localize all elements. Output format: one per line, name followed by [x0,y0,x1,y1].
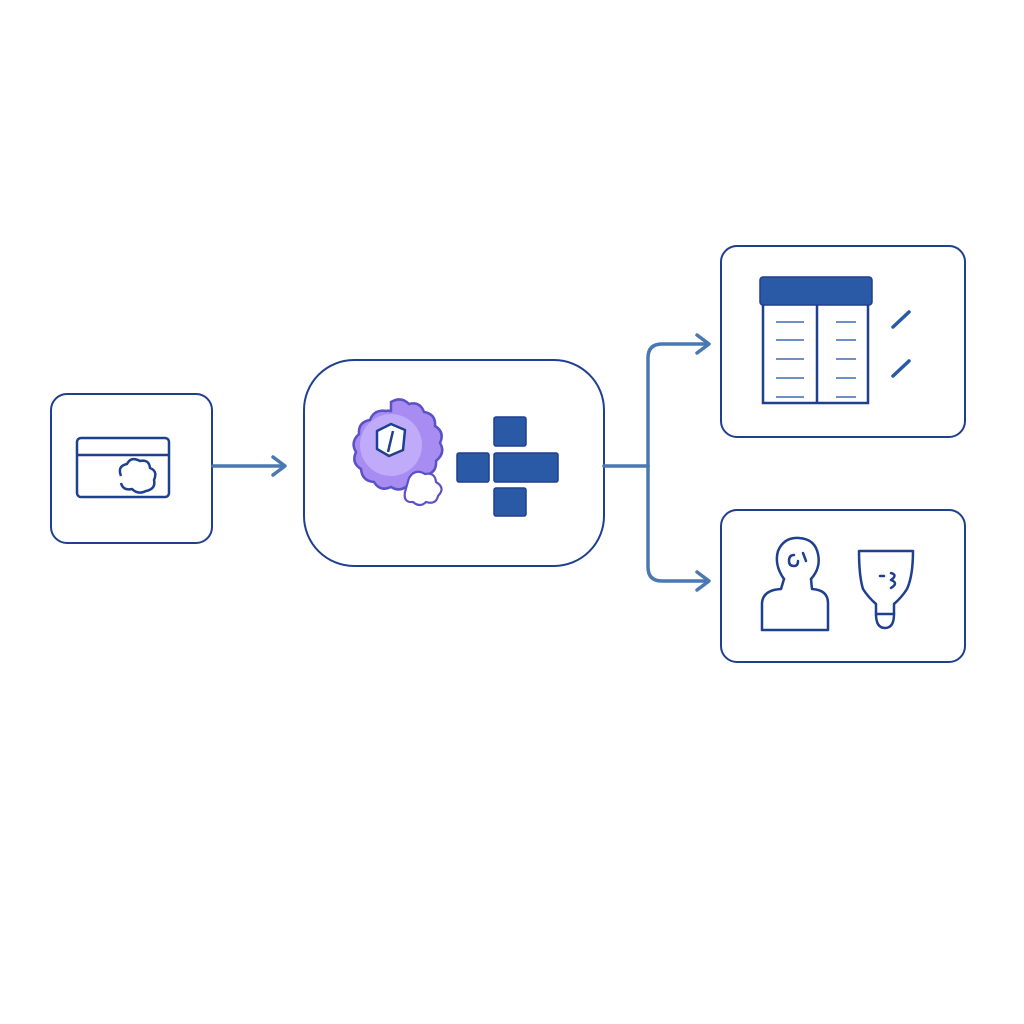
gear-and-blocks-icon [352,398,559,517]
processor-box [303,359,605,567]
person-and-bulb-icon [760,536,915,632]
edge-source-to-processor [211,455,287,477]
node-source [50,393,213,544]
source-box [50,393,213,544]
table-with-checkmarks-icon [759,276,911,405]
node-processor [303,359,605,567]
node-people-output [720,509,966,663]
node-table-output [720,245,966,438]
people-output-box [720,509,966,663]
edge-processor-to-outputs [602,333,711,592]
card-with-cloud-icon [75,436,171,499]
